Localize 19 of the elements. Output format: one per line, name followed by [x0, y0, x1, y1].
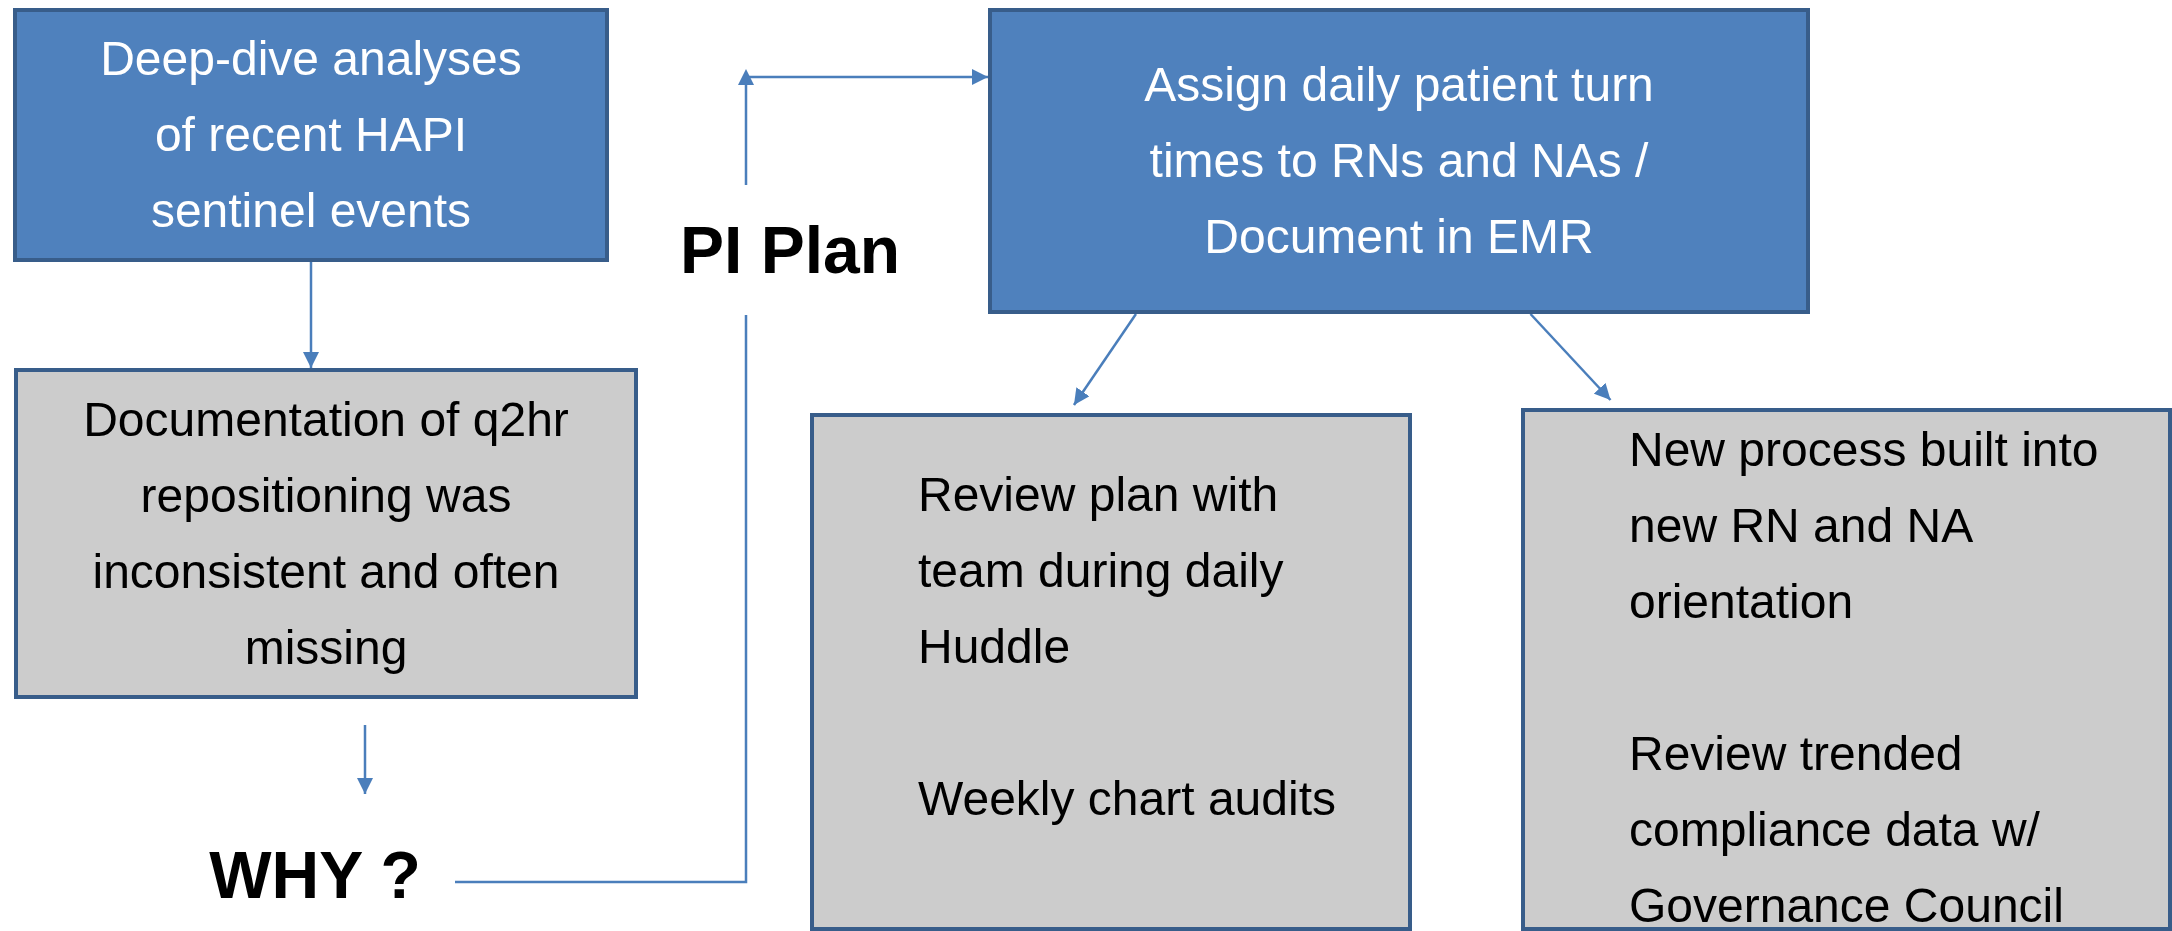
box-text: PI Plan: [679, 212, 901, 289]
box-text: Assign daily patient turn times to RNs and NAs / Document in EMR: [1143, 57, 1655, 265]
box-text: Weekly chart audits: [918, 771, 1336, 827]
box-text: Deep-dive analyses of recent HAPI sentinel events: [99, 31, 523, 239]
process-box: [14, 368, 638, 699]
arrow: [1529, 313, 1612, 401]
arrow: [303, 262, 319, 368]
process-box: [810, 413, 1412, 931]
box-text: New process built into new RN and NA orientation: [1629, 422, 2100, 630]
box-text: WHY ?: [209, 837, 421, 914]
arrow: [738, 69, 988, 185]
box-text: Documentation of q2hr repositioning was inconsistent and often missing: [82, 391, 570, 676]
arrow: [357, 725, 373, 794]
arrow: [1072, 313, 1137, 406]
box-text: Review trended compliance data w/ Governance Council: [1629, 726, 2065, 931]
process-box: [988, 8, 1810, 314]
process-box: [1521, 408, 2172, 931]
box-text: Review plan with team during daily Huddle: [918, 467, 1285, 675]
process-box: [13, 8, 609, 262]
